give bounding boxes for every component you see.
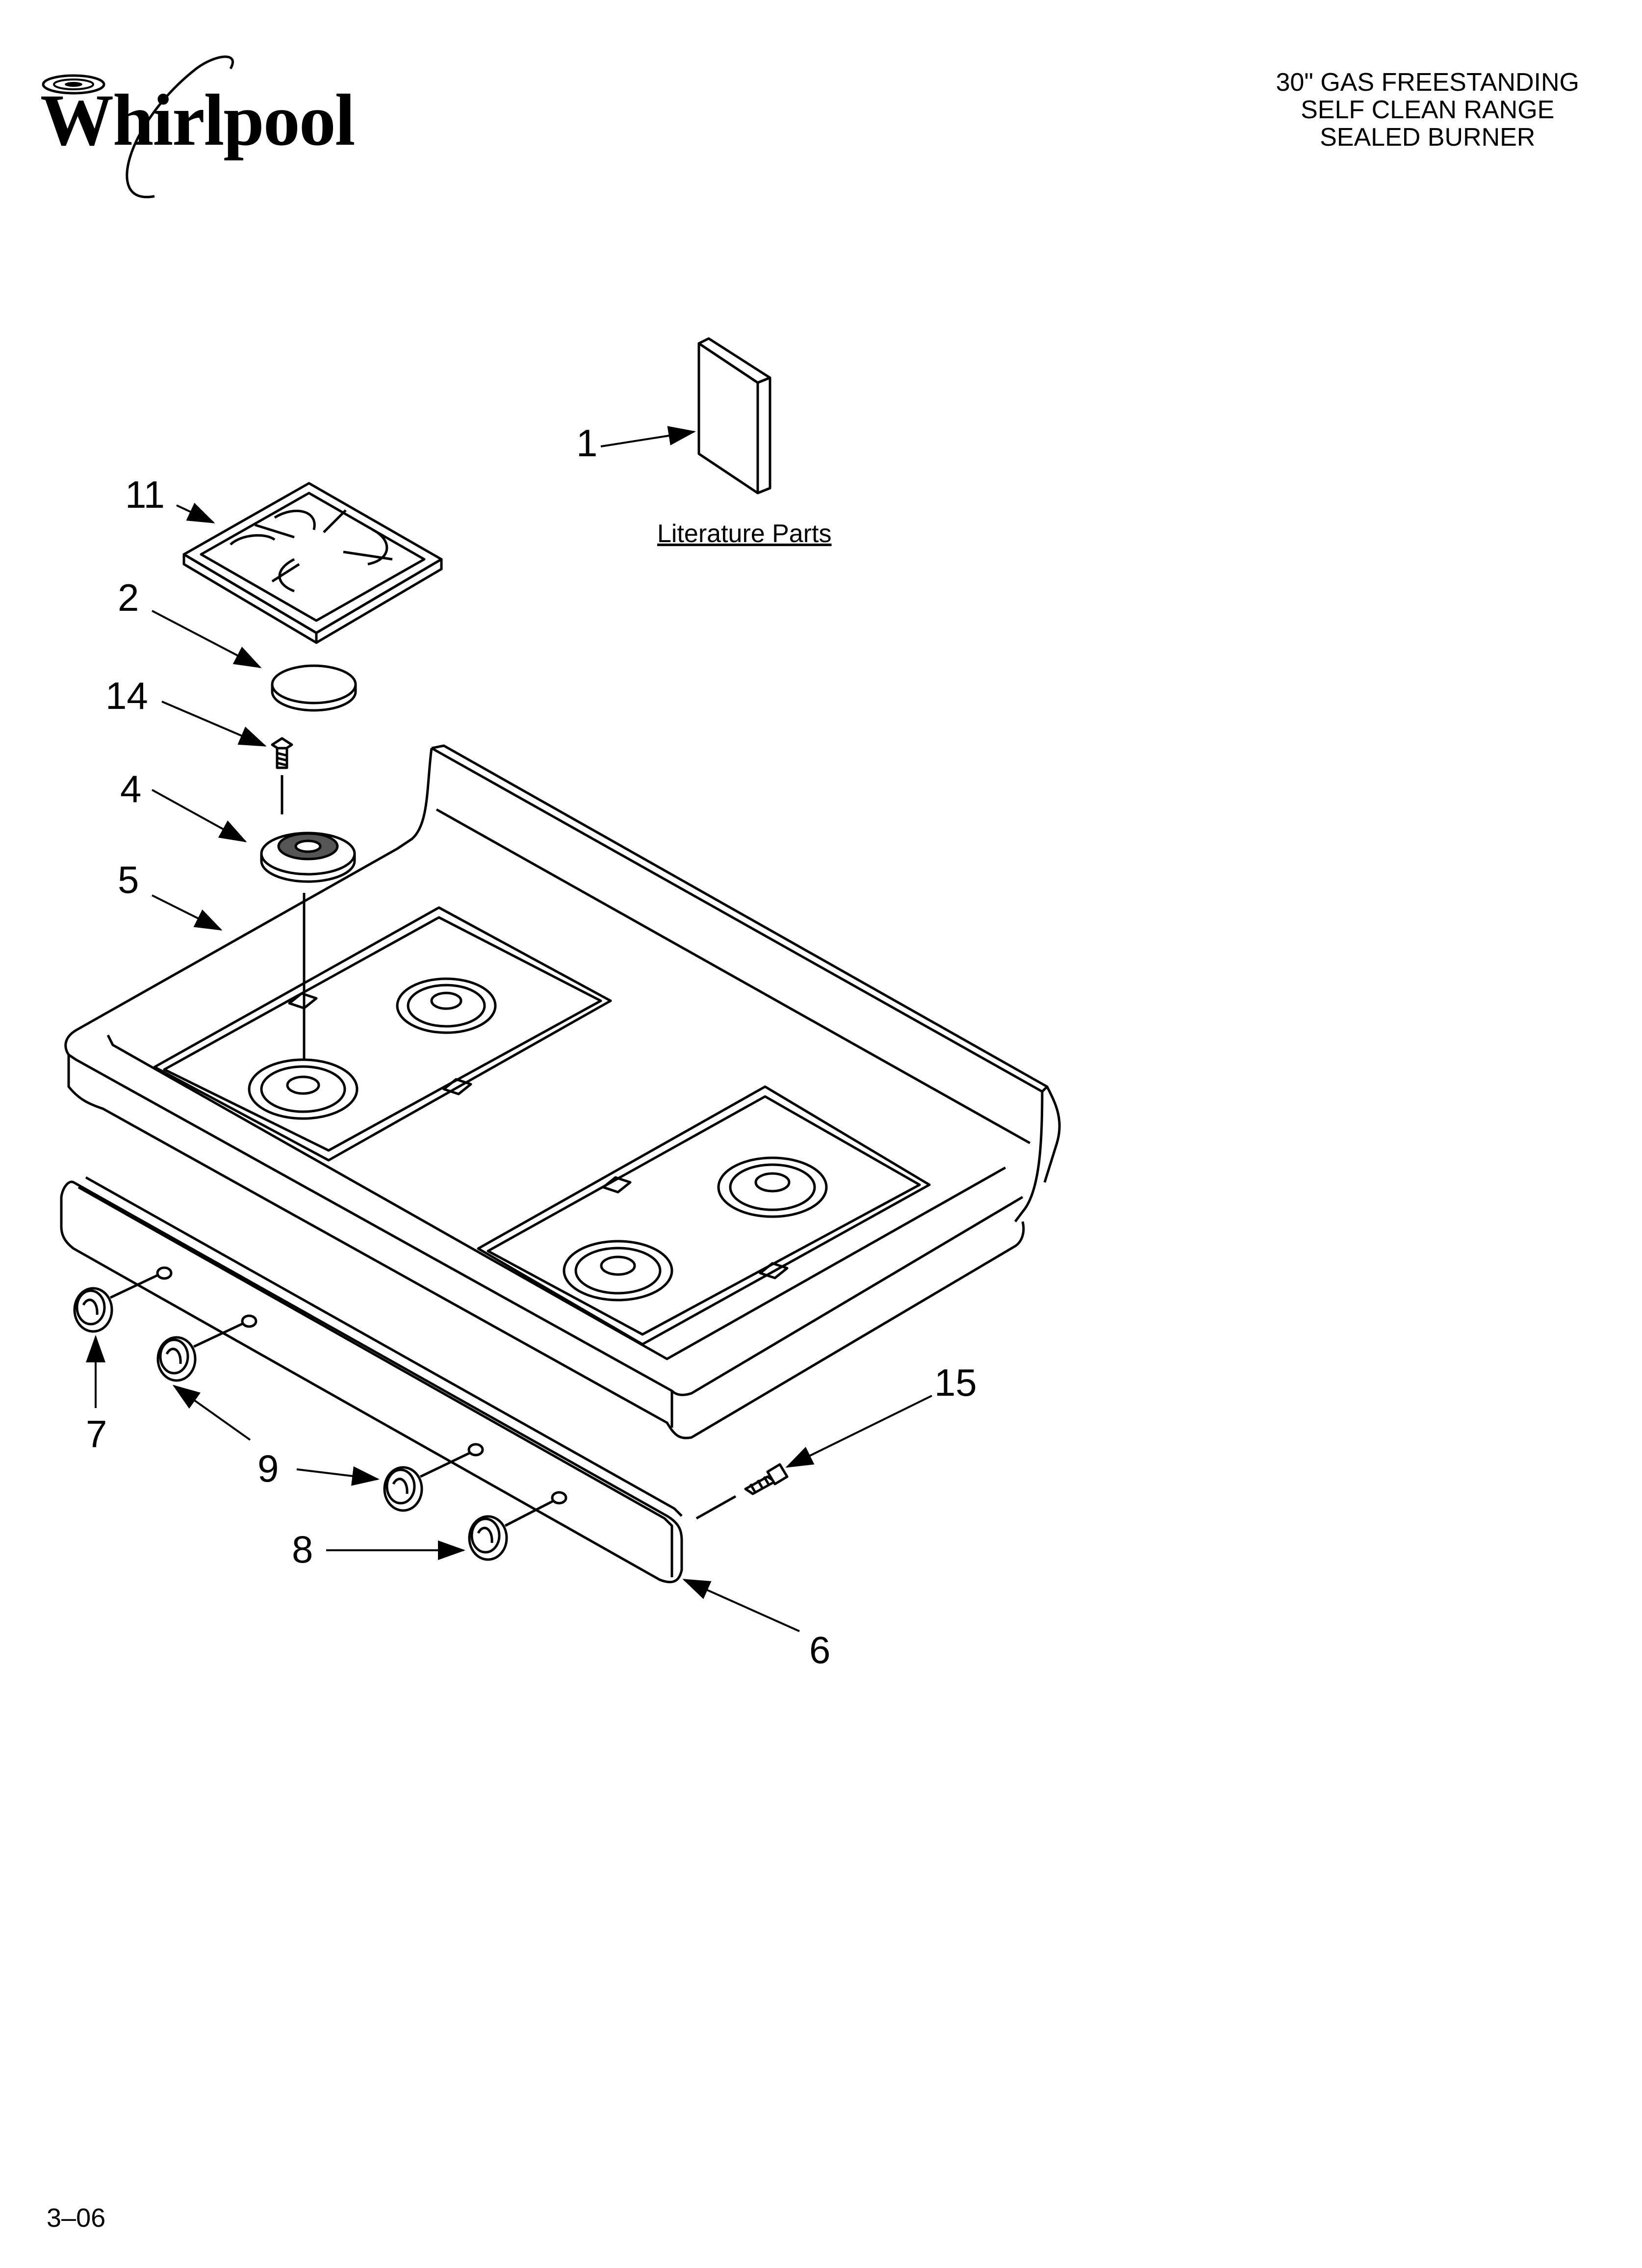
- screw-icon: [271, 737, 293, 814]
- callout-7: 7: [86, 1412, 107, 1456]
- control-panel-icon: [60, 1176, 737, 1584]
- whirlpool-swirl-logo-icon: [42, 55, 234, 199]
- title-line-1: 30" GAS FREESTANDING: [1276, 68, 1579, 97]
- callout-8: 8: [292, 1528, 313, 1571]
- cooktop-icon: [64, 744, 1061, 1439]
- page-title: 30" GAS FREESTANDING SELF CLEAN RANGE SE…: [1276, 69, 1579, 151]
- knob-8-icon: [468, 1500, 554, 1561]
- knob-7-icon: [73, 1274, 158, 1333]
- callout-6: 6: [809, 1628, 830, 1671]
- callout-5: 5: [118, 858, 139, 901]
- burner-cap-icon: [271, 664, 357, 712]
- brand-name: Whirlpool: [40, 79, 355, 161]
- panel-screw-icon: [744, 1463, 789, 1495]
- burner-base-icon: [260, 832, 356, 1067]
- title-line-3: SEALED BURNER: [1320, 123, 1536, 152]
- callout-11: 11: [125, 473, 165, 516]
- callout-14: 14: [105, 674, 148, 717]
- page-code: 3–06: [47, 2203, 106, 2233]
- knob-9b-icon: [383, 1452, 470, 1512]
- callout-2: 2: [118, 576, 139, 619]
- burner-grate-icon: [182, 482, 443, 644]
- whirlpool-logo: [34, 49, 329, 211]
- literature-parts-label: Literature Parts: [657, 520, 832, 548]
- callout-1: 1: [576, 421, 597, 465]
- callout-9: 9: [257, 1447, 279, 1490]
- title-line-2: SELF CLEAN RANGE: [1301, 96, 1555, 124]
- callout-15: 15: [934, 1361, 977, 1404]
- literature-parts-icon: [697, 337, 771, 495]
- callout-4: 4: [120, 767, 141, 810]
- knob-9a-icon: [156, 1322, 244, 1382]
